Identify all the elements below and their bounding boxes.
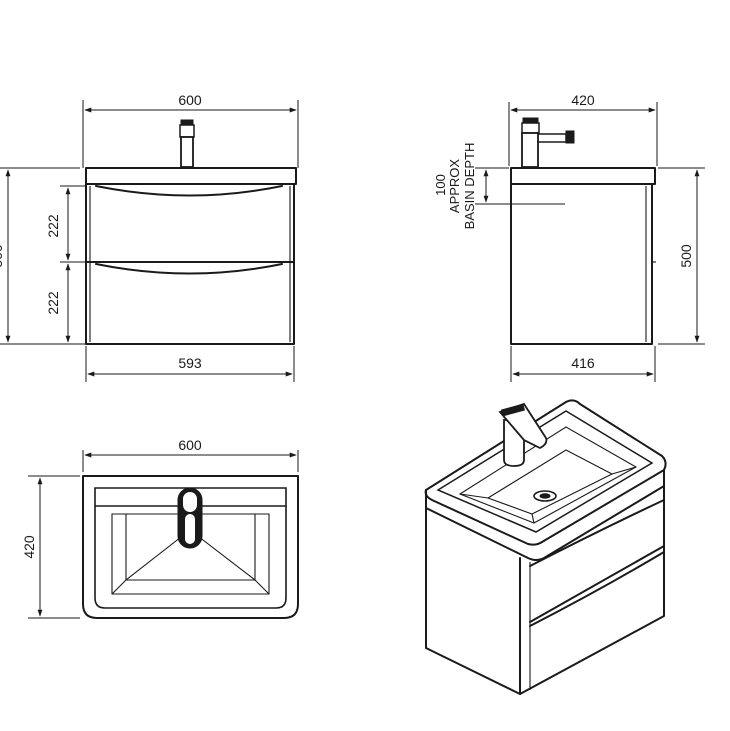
top-basin-outline [82, 475, 299, 619]
front-height-label: 500 [0, 244, 5, 268]
top-width-label: 600 [178, 437, 202, 453]
iso-cabinet-left [425, 507, 521, 695]
front-cabinet-body [85, 183, 295, 345]
iso-drain [533, 490, 557, 502]
side-tap [521, 117, 575, 168]
front-tap [179, 119, 195, 168]
front-lower-drawer [95, 263, 283, 275]
iso-tap [498, 402, 548, 467]
top-depth-label: 420 [21, 535, 37, 559]
side-basin-rim [510, 167, 656, 185]
front-width-label: 600 [178, 92, 202, 108]
side-basin-depth-approx: APPROX [447, 159, 462, 214]
side-depth-label: 420 [571, 92, 595, 108]
side-basin-depth-caption: BASIN DEPTH [462, 143, 477, 230]
side-basin-depth-value: 100 [433, 174, 448, 196]
side-cabinet-body [510, 183, 653, 345]
front-bottom-width-label: 593 [178, 355, 202, 371]
isometric-view [424, 399, 667, 695]
front-view: 600 500 222 222 59 [0, 92, 299, 382]
front-basin-rim [85, 167, 297, 185]
iso-upper-drawer [529, 499, 665, 567]
front-lower-drawer-label: 222 [45, 291, 61, 315]
top-tap [177, 487, 203, 549]
front-upper-drawer [95, 185, 283, 197]
side-view: 420 100 APPROX BASIN DEPTH 50 [433, 92, 705, 382]
top-view: 600 420 [21, 437, 299, 619]
iso-lower-drawer [529, 551, 665, 627]
side-height-label: 500 [678, 244, 694, 268]
iso-cabinet-front [519, 485, 665, 695]
iso-basin-top [424, 399, 667, 546]
front-upper-drawer-label: 222 [45, 214, 61, 238]
side-bottom-depth-label: 416 [571, 355, 595, 371]
